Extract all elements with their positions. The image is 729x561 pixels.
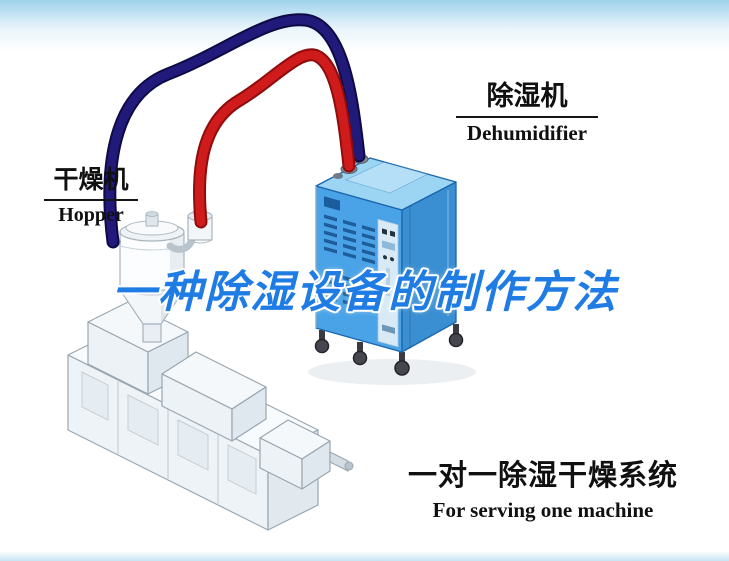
bottom-gradient-band	[0, 551, 729, 561]
cabinet-top-fitting	[333, 173, 343, 179]
cabinet-top-hatch	[344, 161, 430, 194]
cabinet-vents	[324, 214, 376, 313]
page-title: 一种除湿设备的制作方法	[112, 267, 618, 318]
cabinet-wheel	[394, 360, 410, 376]
extruder-die-head	[259, 419, 354, 490]
cabinet-logo	[324, 196, 340, 211]
extruder-machine	[67, 301, 354, 531]
hopper-label: 干燥机 Hopper	[44, 160, 138, 227]
hopper-neck	[142, 323, 162, 343]
dehumidifier-label-en: Dehumidifier	[466, 121, 588, 145]
cabinet-wheel	[352, 350, 368, 366]
cabinet-shadow	[308, 359, 476, 385]
cabinet-wheel	[448, 332, 464, 348]
system-label-zh: 一对一除湿干燥系统	[407, 458, 678, 492]
dehumidifier-label: 除湿机 Dehumidifier	[456, 74, 598, 146]
cabinet-wheels	[314, 324, 464, 376]
dehumidifier-label-zh: 除湿机	[456, 74, 598, 118]
navy-pipe	[103, 13, 366, 249]
hopper-cone-shade	[161, 290, 184, 324]
hopper-label-zh: 干燥机	[44, 160, 138, 201]
system-label: 一对一除湿干燥系统 For serving one machine	[394, 452, 692, 523]
system-label-en: For serving one machine	[432, 498, 654, 522]
pipes	[103, 13, 366, 249]
extruder-mid-cover	[161, 351, 267, 442]
cabinet-wheel	[314, 338, 330, 354]
hopper-label-en: Hopper	[58, 204, 124, 226]
top-gradient-band	[0, 0, 729, 52]
cabinet-control-panel	[377, 218, 399, 348]
red-pipe	[193, 48, 356, 229]
